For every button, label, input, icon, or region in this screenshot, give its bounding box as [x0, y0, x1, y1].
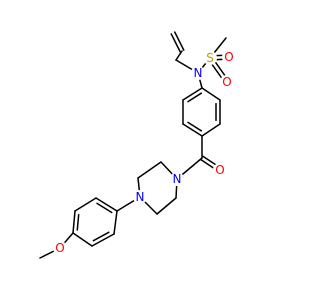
double-bond-c_vinyl_end-c_vinyl-b: [174, 31, 185, 51]
single-bond-a6-a1: [201, 87, 221, 101]
atom-label-N_pip_b: N: [136, 190, 145, 204]
single-bond-a4-a5: [201, 123, 221, 137]
atom-label-N_pip_a: N: [173, 172, 182, 186]
atom-backdrop-O_carbonyl: [213, 163, 227, 177]
atom-label-O_methoxy: O: [55, 241, 64, 255]
atom-backdrop-O_s2: [220, 75, 234, 89]
atom-backdrop-O_methoxy: [53, 241, 67, 255]
atom-backdrop-N_sulf: [191, 66, 205, 80]
atom-backdrop-S: [203, 51, 217, 65]
double-bond-b3-b4-inner: [76, 213, 80, 231]
double-bond-a1-a2-outer: [182, 87, 203, 101]
atom-label-S: S: [206, 51, 214, 65]
single-bond-b4-b5: [72, 232, 93, 247]
double-bond-b5-b6-inner: [92, 231, 110, 242]
atom-label-O_carbonyl: O: [215, 163, 224, 177]
single-bond-p3-p4: [156, 197, 177, 215]
atom-backdrop-O_s1: [222, 50, 236, 64]
single-bond-p1-p2: [137, 161, 162, 179]
atom-label-N_sulf: N: [194, 66, 203, 80]
atom-label-O_s1: O: [224, 50, 233, 64]
double-bond-a3-a4-outer: [182, 123, 203, 137]
single-bond-b2-b3: [74, 197, 97, 212]
double-bond-a3-a4-inner: [187, 121, 203, 132]
double-bond-c_vinyl_end-c_vinyl-a: [170, 33, 181, 53]
atom-label-O_s2: O: [222, 75, 231, 89]
double-bond-b1-b2-outer: [95, 197, 118, 212]
double-bond-b5-b6-outer: [91, 233, 115, 247]
double-bond-b3-b4-outer: [72, 210, 76, 234]
atom-backdrop-N_pip_a: [170, 172, 184, 186]
double-bond-b1-b2-inner: [96, 202, 113, 214]
atom-backdrop-N_pip_b: [133, 190, 147, 204]
single-bond-c_vinyl-c_allyl: [175, 50, 183, 61]
double-bond-a1-a2-inner: [187, 92, 203, 103]
single-bond-b6-b1: [113, 210, 118, 235]
